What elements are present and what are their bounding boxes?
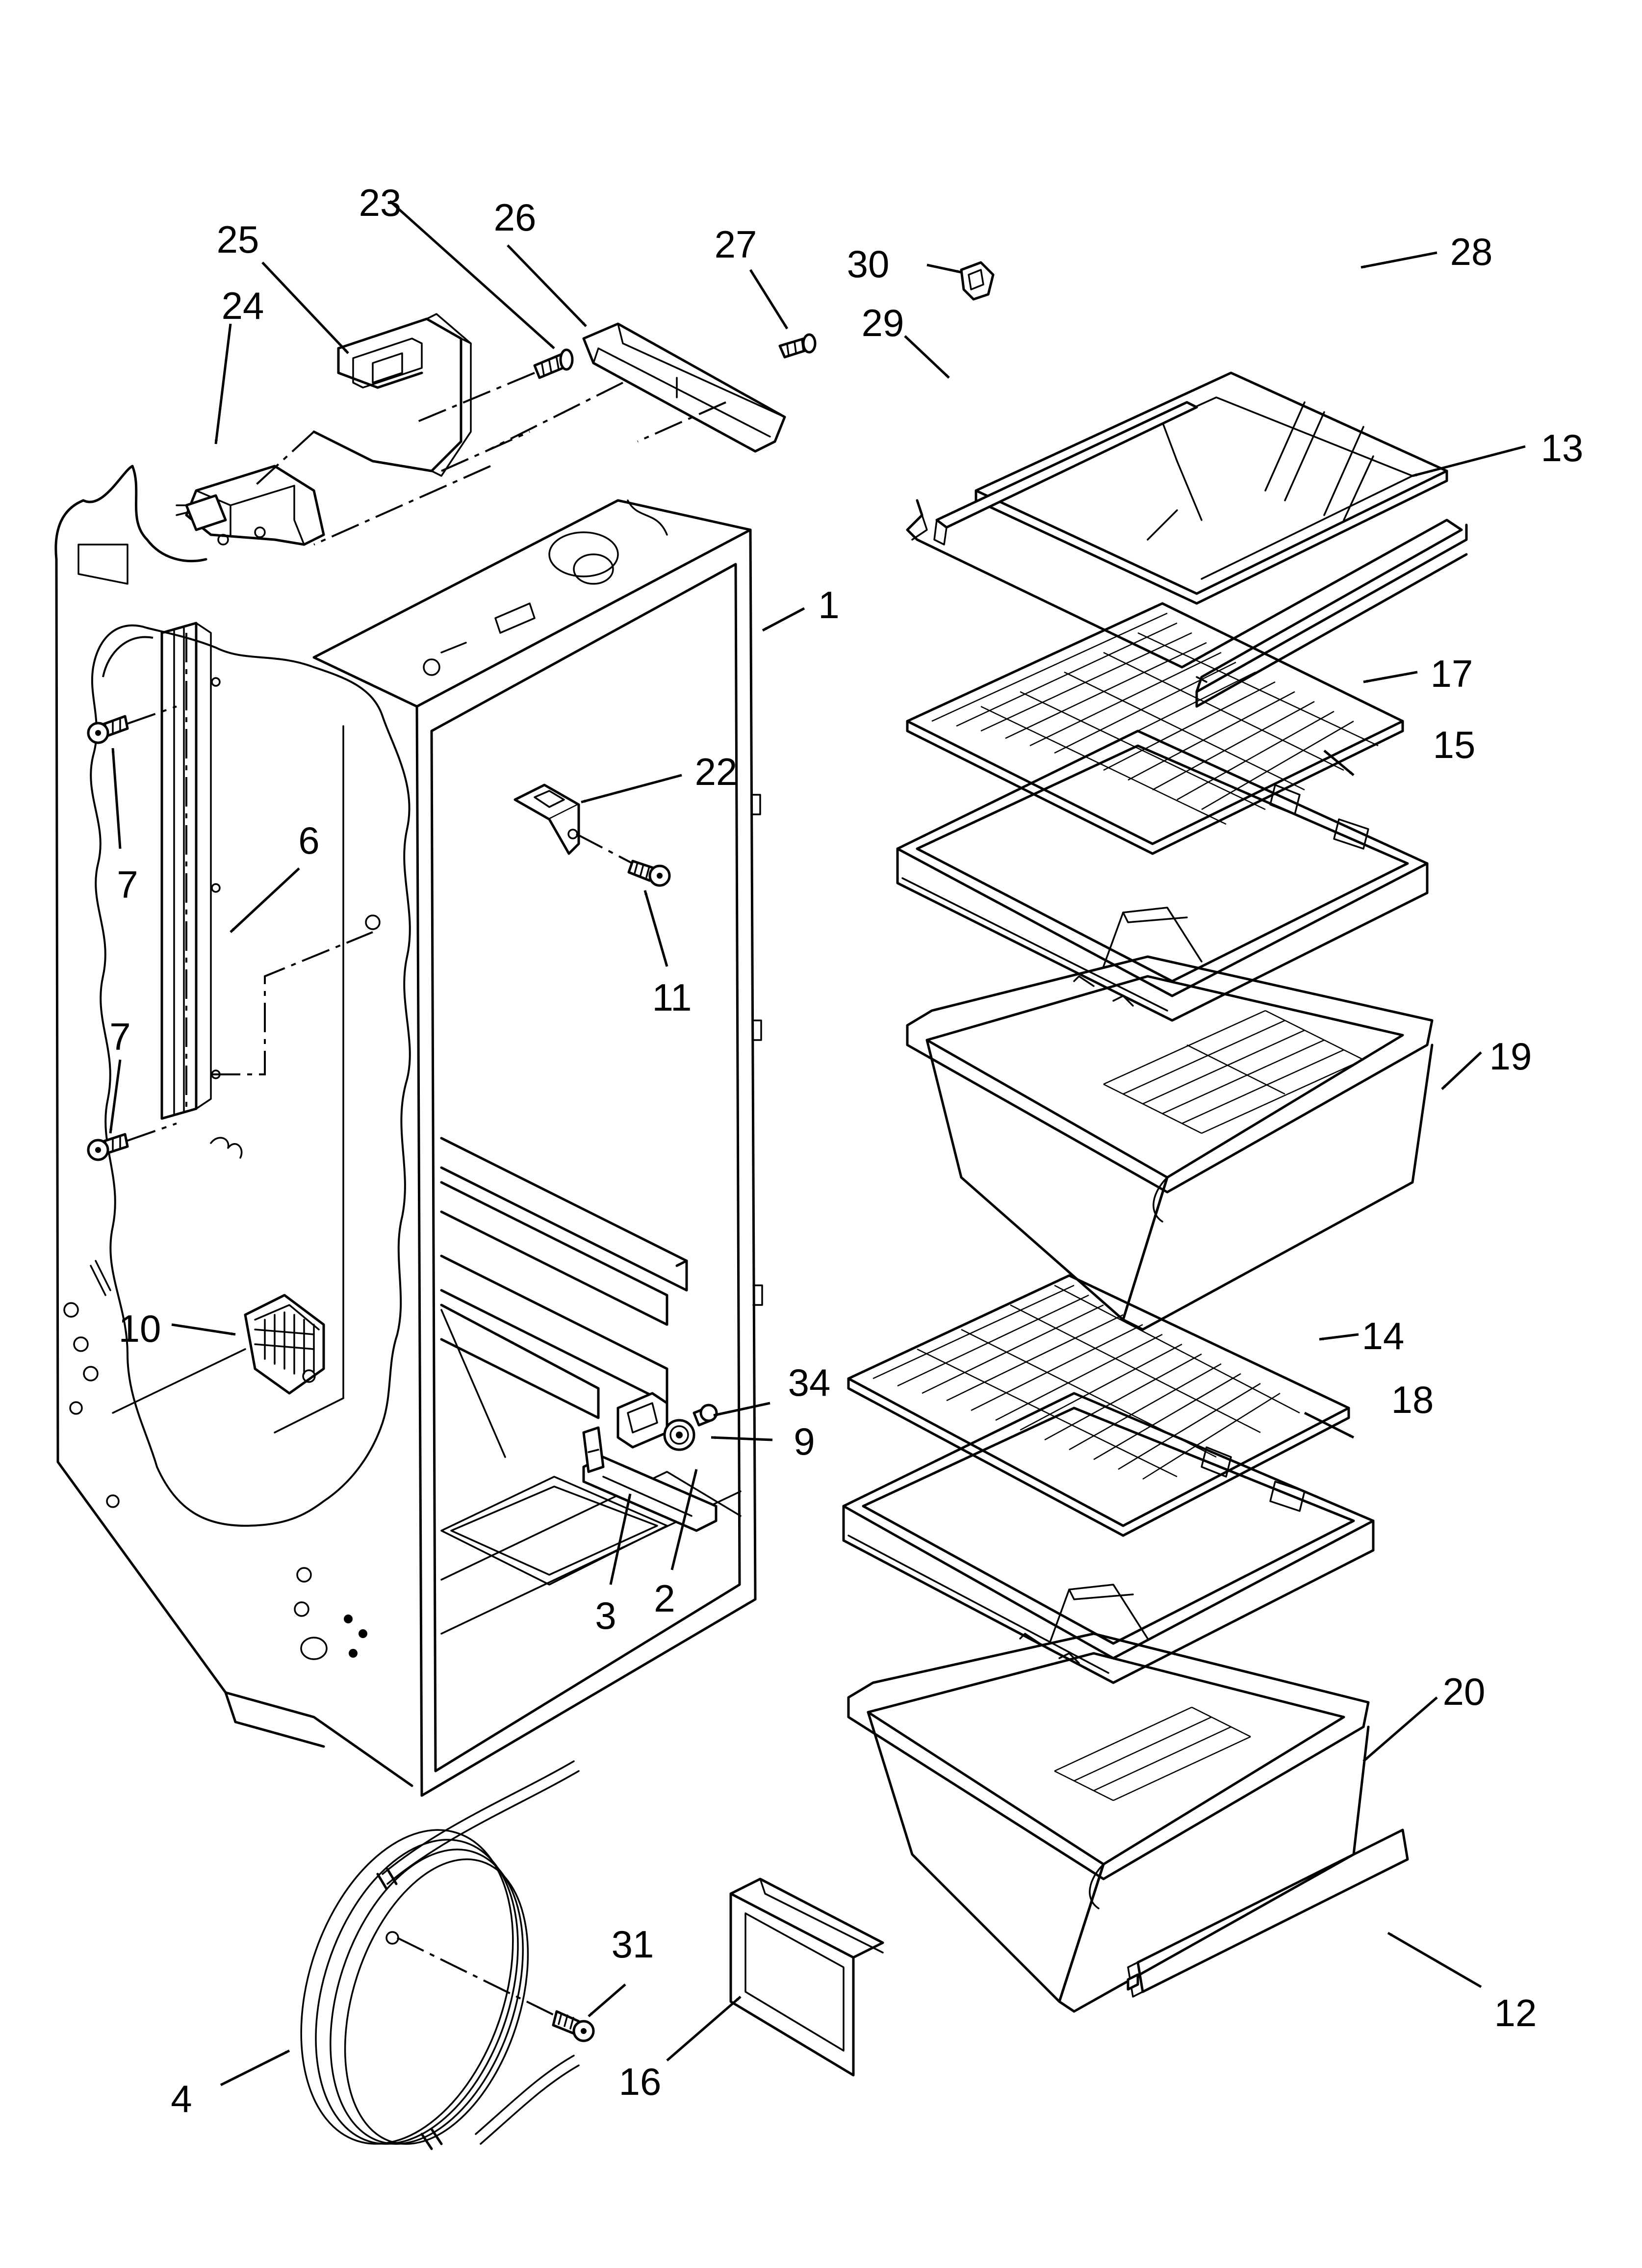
callout-14: 14 [1362,1314,1405,1357]
shelf-clip-30 [960,261,995,301]
callout-28: 28 [1450,230,1493,273]
wire-shelf-17 [906,602,1404,855]
screw23-line [416,372,535,423]
callout-16: 16 [619,2060,662,2103]
callout-31: 31 [612,1923,654,1966]
crisper-drawer-19 [906,907,1434,1331]
crisper-frame-15 [896,730,1429,1022]
drain-tube [300,1760,580,2150]
callout-20: 20 [1443,1670,1486,1713]
screw-7-lower [87,1122,177,1161]
callout-4: 4 [171,2077,192,2120]
callout-18: 18 [1391,1378,1434,1421]
ladder-alignment-line [211,931,373,1075]
callout-7-upper: 7 [117,863,138,906]
callout-3: 3 [595,1594,616,1637]
callout-13: 13 [1541,426,1584,469]
liner-cabinet [54,465,763,1797]
callout-10: 10 [119,1307,161,1350]
screw-11 [627,860,671,887]
callout-1: 1 [818,583,839,626]
leader-lines [109,200,1526,2086]
callout-34: 34 [788,1361,831,1404]
cover-alignment-line [254,431,315,487]
glass-shelf-28 [975,371,1448,605]
callout-22: 22 [695,750,738,793]
duct-cabinet-line-b [313,465,491,546]
callout-19: 19 [1489,1035,1532,1078]
callout-6: 6 [298,819,319,862]
screw-23 [533,348,574,379]
callout-23: 23 [359,181,402,224]
knob-stem [693,1404,718,1427]
thermostat-knob [663,1419,695,1451]
callout-30: 30 [847,242,890,286]
control-cover [312,313,472,477]
screw-31 [552,2010,595,2042]
callout-11: 11 [652,976,692,1019]
clip-hooks [210,1137,243,1159]
light-assembly [244,1294,325,1395]
callout-24: 24 [222,284,264,327]
duct-screw-line [637,401,726,443]
callout-2: 2 [654,1577,675,1620]
shelf-ladder [160,622,221,1120]
duct-cabinet-line-a [485,382,623,452]
callout-25: 25 [217,218,259,261]
tube-screw-line [397,1937,557,2017]
control-switch [616,1392,668,1449]
crisper-drawer-20 [847,1584,1370,2013]
light-wire [112,1348,246,1414]
control-housing [176,465,325,546]
callout-9: 9 [794,1420,815,1463]
bracket-22 [513,783,580,855]
bracket-2 [582,1456,718,1532]
shelf-trim-29 [933,401,1198,546]
callout-27: 27 [715,223,757,266]
shelf-frame-13 [906,499,1468,708]
bracket-screw-line [576,833,633,864]
callout-15: 15 [1433,723,1476,766]
drawer-trim-12 [1127,1828,1409,1998]
callout-17: 17 [1431,652,1473,695]
screw-27 [778,333,817,359]
screw-7-upper [87,705,177,744]
wire-shelf-14 [847,1274,1350,1537]
callout-29: 29 [862,301,904,344]
callout-26: 26 [494,196,537,239]
callout-7-lower: 7 [109,1015,130,1058]
ladder-mount-hole [365,914,381,930]
bracket-3 [582,1426,605,1473]
light-shield [729,1877,884,2077]
crisper-frame-18 [842,1392,1375,1684]
callout-12: 12 [1494,1991,1537,2034]
callout-labels: 1 2 3 4 6 7 7 9 10 11 12 13 14 15 16 17 … [109,181,1583,2120]
